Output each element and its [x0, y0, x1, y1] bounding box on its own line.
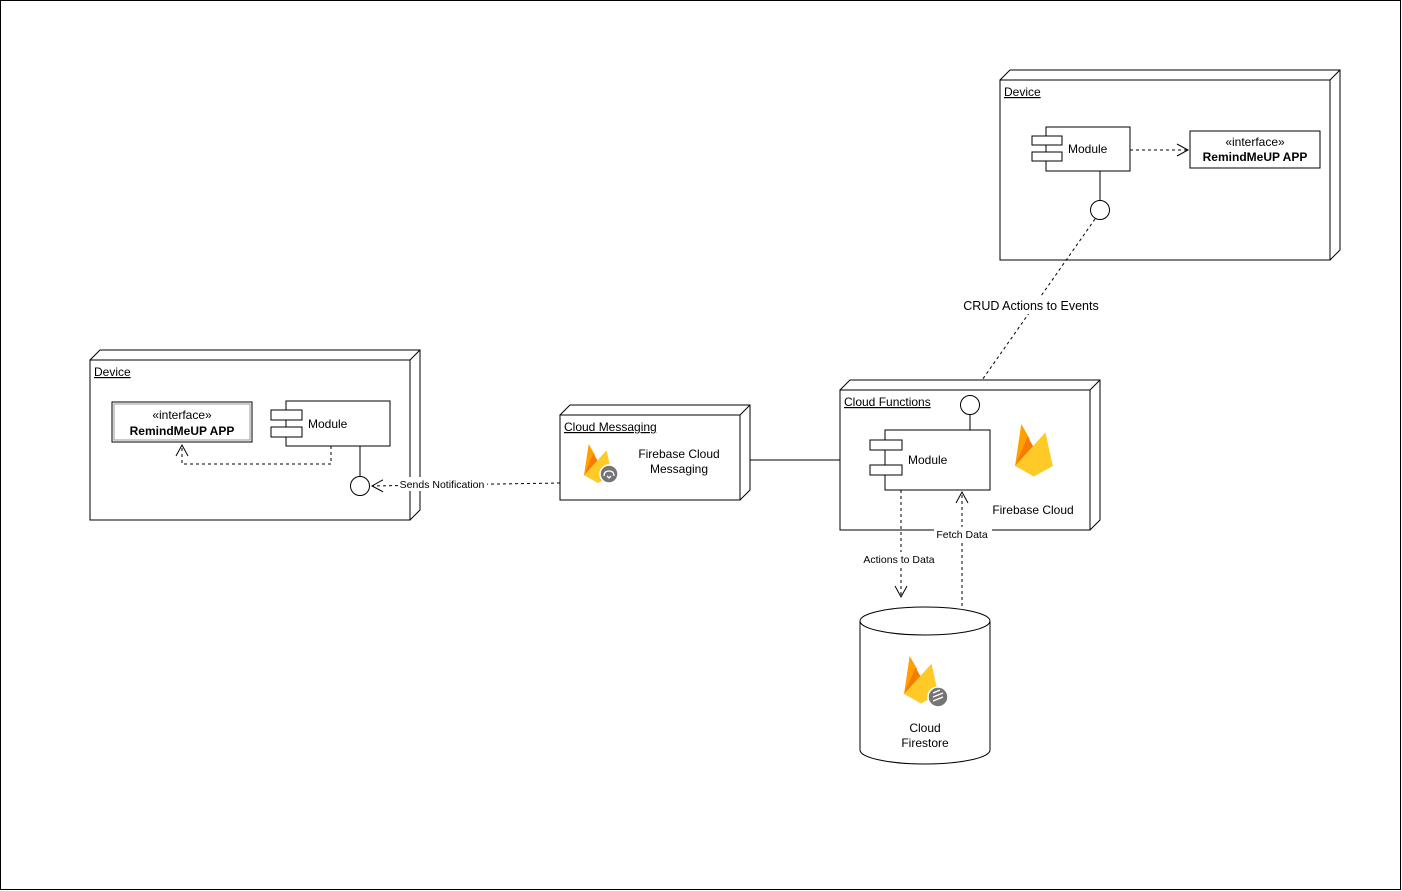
provided-interface-top[interactable]: [1090, 200, 1110, 220]
provided-interface-functions[interactable]: [960, 395, 980, 415]
module-component-left[interactable]: Module: [270, 400, 391, 447]
module-component-functions[interactable]: Module: [869, 429, 991, 491]
cloud-messaging-title: Cloud Messaging: [564, 420, 657, 434]
firestore-label-2: Firestore: [901, 736, 949, 750]
actions-to-data-label: Actions to Data: [863, 554, 934, 566]
module-left-label: Module: [308, 417, 348, 431]
sends-notification-label: Sends Notification: [400, 479, 485, 491]
dependency-arrow-left: [175, 443, 332, 465]
interface-top-stereotype: «interface»: [1225, 135, 1285, 149]
component-icon: [1031, 151, 1063, 162]
component-icon: [869, 464, 903, 476]
interface-box-left[interactable]: «interface» RemindMeUP APP: [111, 401, 253, 443]
component-icon: [270, 426, 303, 438]
interface-left-name: RemindMeUP APP: [130, 424, 235, 438]
firebase-cloud-label: Firebase Cloud: [992, 503, 1073, 517]
cloud-messaging-badge-icon: [599, 464, 619, 484]
fetch-data-label: Fetch Data: [936, 529, 988, 541]
firestore-label-1: Cloud: [909, 721, 940, 735]
cloud-messaging-node[interactable]: Cloud Messaging Firebase Cloud Messaging: [559, 404, 751, 501]
firestore-badge-icon: [927, 686, 949, 708]
component-icon: [270, 409, 303, 421]
device-top-title: Device: [1004, 85, 1041, 99]
device-left-title: Device: [94, 365, 131, 379]
module-top-label: Module: [1068, 142, 1108, 156]
cloud-firestore-database[interactable]: Cloud Firestore: [859, 606, 991, 765]
device-node-top[interactable]: Device: [999, 69, 1341, 261]
crud-edge-label: CRUD Actions to Events: [963, 299, 1098, 313]
module-component-top[interactable]: Module: [1031, 126, 1131, 172]
component-icon: [1031, 135, 1063, 146]
cloud-functions-title: Cloud Functions: [844, 395, 931, 409]
interface-box-top[interactable]: «interface» RemindMeUP APP: [1189, 130, 1321, 169]
cloud-messaging-label-2: Messaging: [650, 462, 708, 476]
cloud-messaging-label-1: Firebase Cloud: [638, 447, 719, 461]
provided-interface-left[interactable]: [350, 476, 370, 496]
component-icon: [869, 439, 903, 451]
interface-top-name: RemindMeUP APP: [1203, 150, 1308, 164]
interface-left-stereotype: «interface»: [152, 408, 212, 422]
module-functions-label: Module: [908, 453, 948, 467]
